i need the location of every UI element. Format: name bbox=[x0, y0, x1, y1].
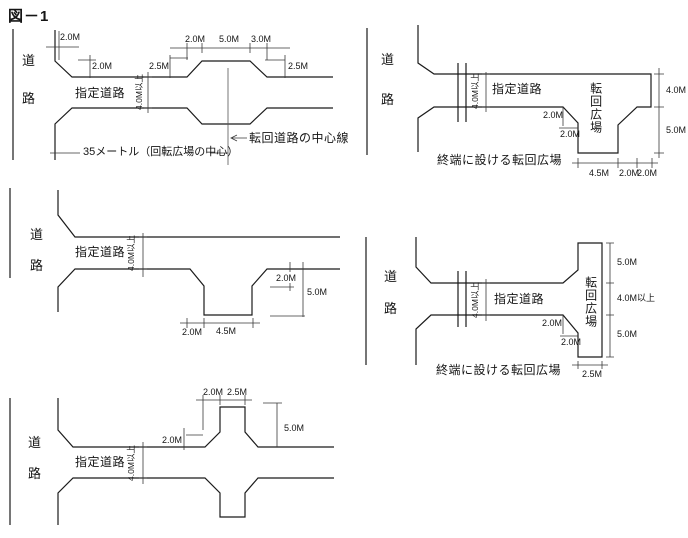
dimension-label: 2.0M bbox=[185, 34, 206, 44]
dimension-label: 2.0M bbox=[637, 168, 658, 178]
dimension-label: 4.0M以上 bbox=[617, 293, 656, 303]
dimension-label: 2.0M bbox=[619, 168, 640, 178]
designated-road-label: 指定道路 bbox=[492, 82, 543, 96]
designated-road-label: 指定道路 bbox=[494, 292, 545, 306]
road-label-char: 路 bbox=[381, 92, 395, 107]
dimension-label: 2.0M bbox=[542, 318, 563, 328]
dimension-label: 2.0M bbox=[162, 435, 183, 445]
designated-road-label: 指定道路 bbox=[75, 245, 126, 259]
diagram-mid-right-lines bbox=[365, 237, 614, 369]
designated-road-bottom-edge bbox=[54, 107, 333, 160]
road-entry-gate-marks bbox=[457, 63, 467, 122]
road-and-plaza-outline bbox=[415, 237, 603, 365]
diagram-top-right-lines bbox=[366, 25, 664, 168]
dimension-label: 2.5M bbox=[149, 61, 170, 71]
spacing-note-label: 35メートル（回転広場の中心） bbox=[83, 146, 239, 158]
designated-road-label: 指定道路 bbox=[75, 455, 126, 469]
road-label-char: 路 bbox=[384, 301, 398, 316]
dimension-label: 5.0M bbox=[617, 329, 638, 339]
min-width-label: 4.0M以上 bbox=[470, 73, 480, 109]
road-label-char: 道 bbox=[22, 53, 36, 68]
road-label-char: 道 bbox=[30, 227, 44, 242]
road-entry-gate-marks bbox=[457, 271, 467, 327]
dimension-label: 5.0M bbox=[666, 125, 687, 135]
dimension-label: 2.0M bbox=[560, 129, 581, 139]
designated-road-bottom-edge bbox=[57, 268, 340, 316]
dimension-label: 2.0M bbox=[561, 337, 582, 347]
dimension-label: 2.5M bbox=[582, 369, 603, 379]
dimension-label: 3.0M bbox=[251, 34, 272, 44]
dimension-label: 2.0M bbox=[543, 110, 564, 120]
dimension-label: 4.5M bbox=[216, 326, 237, 336]
dimension-label: 2.5M bbox=[288, 61, 309, 71]
dimension-label: 4.0M bbox=[666, 85, 687, 95]
road-and-plaza-outline bbox=[417, 25, 652, 154]
diagram-mid-left-lines bbox=[9, 188, 340, 328]
designated-road-label: 指定道路 bbox=[75, 86, 126, 100]
road-label-char: 路 bbox=[28, 466, 42, 481]
road-label-char: 路 bbox=[30, 258, 44, 273]
designated-road-top-edge bbox=[54, 30, 333, 78]
dimension-label: 2.5M bbox=[227, 387, 248, 397]
dimension-label: 2.0M bbox=[203, 387, 224, 397]
dimension-label: 2.0M bbox=[182, 327, 203, 337]
road-label-char: 路 bbox=[22, 91, 36, 106]
dimension-label: 2.0M bbox=[276, 273, 297, 283]
dimension-label: 2.0M bbox=[60, 32, 81, 42]
dimension-lines bbox=[139, 233, 305, 328]
dimension-lines bbox=[46, 31, 290, 154]
designated-road-bottom-edge bbox=[57, 477, 334, 525]
dimension-label: 5.0M bbox=[307, 287, 328, 297]
dimension-label: 2.0M bbox=[92, 61, 113, 71]
road-label-char: 道 bbox=[381, 52, 395, 67]
turnaround-plaza-label: 転回広場 bbox=[583, 276, 598, 328]
road-label-char: 道 bbox=[28, 435, 42, 450]
designated-road-top-edge bbox=[57, 190, 340, 238]
dimension-label: 5.0M bbox=[219, 34, 240, 44]
min-width-label: 4.0M以上 bbox=[470, 282, 480, 318]
dimension-label: 5.0M bbox=[284, 423, 305, 433]
min-width-label: 4.0M以上 bbox=[126, 235, 136, 271]
dimension-lines bbox=[482, 68, 664, 168]
road-label-char: 道 bbox=[384, 269, 398, 284]
diagram-top-left-lines bbox=[12, 29, 333, 165]
dimension-lines bbox=[482, 242, 614, 369]
diagram-caption: 終端に設ける転回広場 bbox=[437, 153, 563, 167]
dimension-label: 5.0M bbox=[617, 257, 638, 267]
diagram-caption: 終端に設ける転回広場 bbox=[436, 363, 562, 377]
diagram-bottom-left-lines bbox=[9, 395, 334, 525]
min-width-label: 4.0M以上 bbox=[126, 445, 136, 481]
dimension-lines bbox=[139, 395, 282, 484]
centerline-label: 転回道路の中心線 bbox=[249, 131, 350, 145]
dimension-label: 4.5M bbox=[589, 168, 610, 178]
designated-road-top-edge bbox=[57, 398, 334, 448]
figure-title: 図－1 bbox=[8, 8, 50, 25]
turnaround-plaza-label: 転回広場 bbox=[588, 82, 603, 134]
centerline-arrow-icon bbox=[230, 134, 247, 142]
min-width-label: 4.0M以上 bbox=[134, 74, 144, 110]
